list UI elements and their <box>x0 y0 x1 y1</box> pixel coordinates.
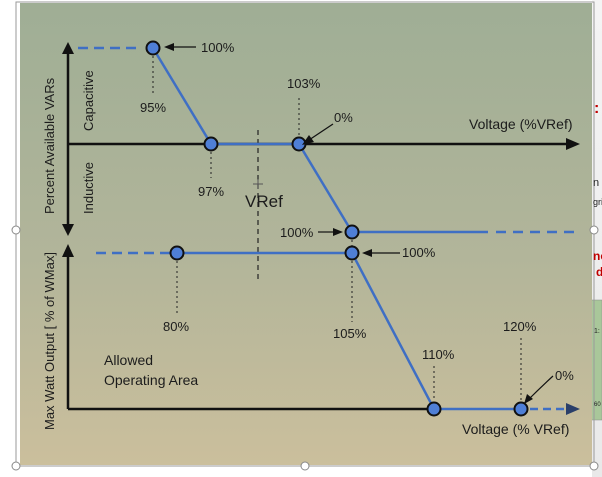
annotation-arrow-0-var <box>302 123 334 145</box>
guide-lines <box>152 56 522 401</box>
watt-point-105 <box>344 245 360 261</box>
label-100-capacitive: 100% <box>201 40 235 55</box>
label-100-inductive: 100% <box>280 225 314 240</box>
watt-axis-arrow-right <box>566 403 580 415</box>
annotation-arrow-0-watt <box>524 375 554 404</box>
label-110: 110% <box>422 347 455 362</box>
right-frag-gri: gri <box>593 197 602 207</box>
inductive-label: Inductive <box>81 162 96 214</box>
label-95: 95% <box>140 100 166 115</box>
right-frag-d: d <box>596 265 602 279</box>
resize-handle-bottom-right[interactable] <box>589 461 599 471</box>
top-x-axis-label: Voltage (%VRef) <box>469 116 573 132</box>
watt-point-120 <box>513 401 529 417</box>
label-97: 97% <box>198 184 224 199</box>
allowed-area-line2: Operating Area <box>104 372 198 388</box>
right-frag-num: 1: <box>594 328 600 335</box>
watt-point-80 <box>169 245 185 261</box>
label-0-watt: 0% <box>555 368 574 383</box>
vref-label: VRef <box>245 192 283 211</box>
annotation-arrow-100-ind <box>318 228 343 236</box>
var-curve <box>151 47 354 233</box>
resize-handle-left[interactable] <box>11 225 21 235</box>
var-point-inductive-max <box>344 224 360 240</box>
label-80: 80% <box>163 319 189 334</box>
var-point-95 <box>145 40 161 56</box>
watt-point-110 <box>426 401 442 417</box>
resize-handle-bottom[interactable] <box>300 461 310 471</box>
cursor-icon <box>253 179 263 189</box>
resize-handle-bottom-left[interactable] <box>11 461 21 471</box>
capacitive-label: Capacitive <box>81 70 96 131</box>
right-frag-n: n <box>593 177 599 189</box>
allowed-area-line1: Allowed <box>104 352 153 368</box>
bottom-x-axis-label: Voltage (% VRef) <box>462 421 569 437</box>
bottom-y-axis-label: Max Watt Output [ % of WMax] <box>42 252 57 430</box>
watt-curve <box>160 251 521 411</box>
label-100-watt: 100% <box>402 245 436 260</box>
diagram-panel <box>20 3 592 465</box>
right-frag-small: 60 <box>594 402 601 408</box>
right-frag-colon: : <box>594 100 599 117</box>
label-0-var: 0% <box>334 110 353 125</box>
label-120: 120% <box>503 319 537 334</box>
label-105: 105% <box>333 326 367 341</box>
right-slide-strip <box>592 0 602 477</box>
top-y-axis-label: Percent Available VARs <box>42 77 57 214</box>
watt-axis-arrow-up <box>62 244 74 257</box>
resize-handle-right[interactable] <box>589 225 599 235</box>
right-frag-nc: nc <box>593 249 602 263</box>
label-103: 103% <box>287 76 321 91</box>
var-axis-arrow-right <box>566 138 580 150</box>
annotation-arrow-100-cap <box>164 43 196 51</box>
var-axis-arrow-up <box>62 42 74 54</box>
annotation-arrow-100-watt <box>362 249 400 257</box>
var-point-97 <box>203 136 219 152</box>
var-axis-arrow-down <box>62 224 74 236</box>
